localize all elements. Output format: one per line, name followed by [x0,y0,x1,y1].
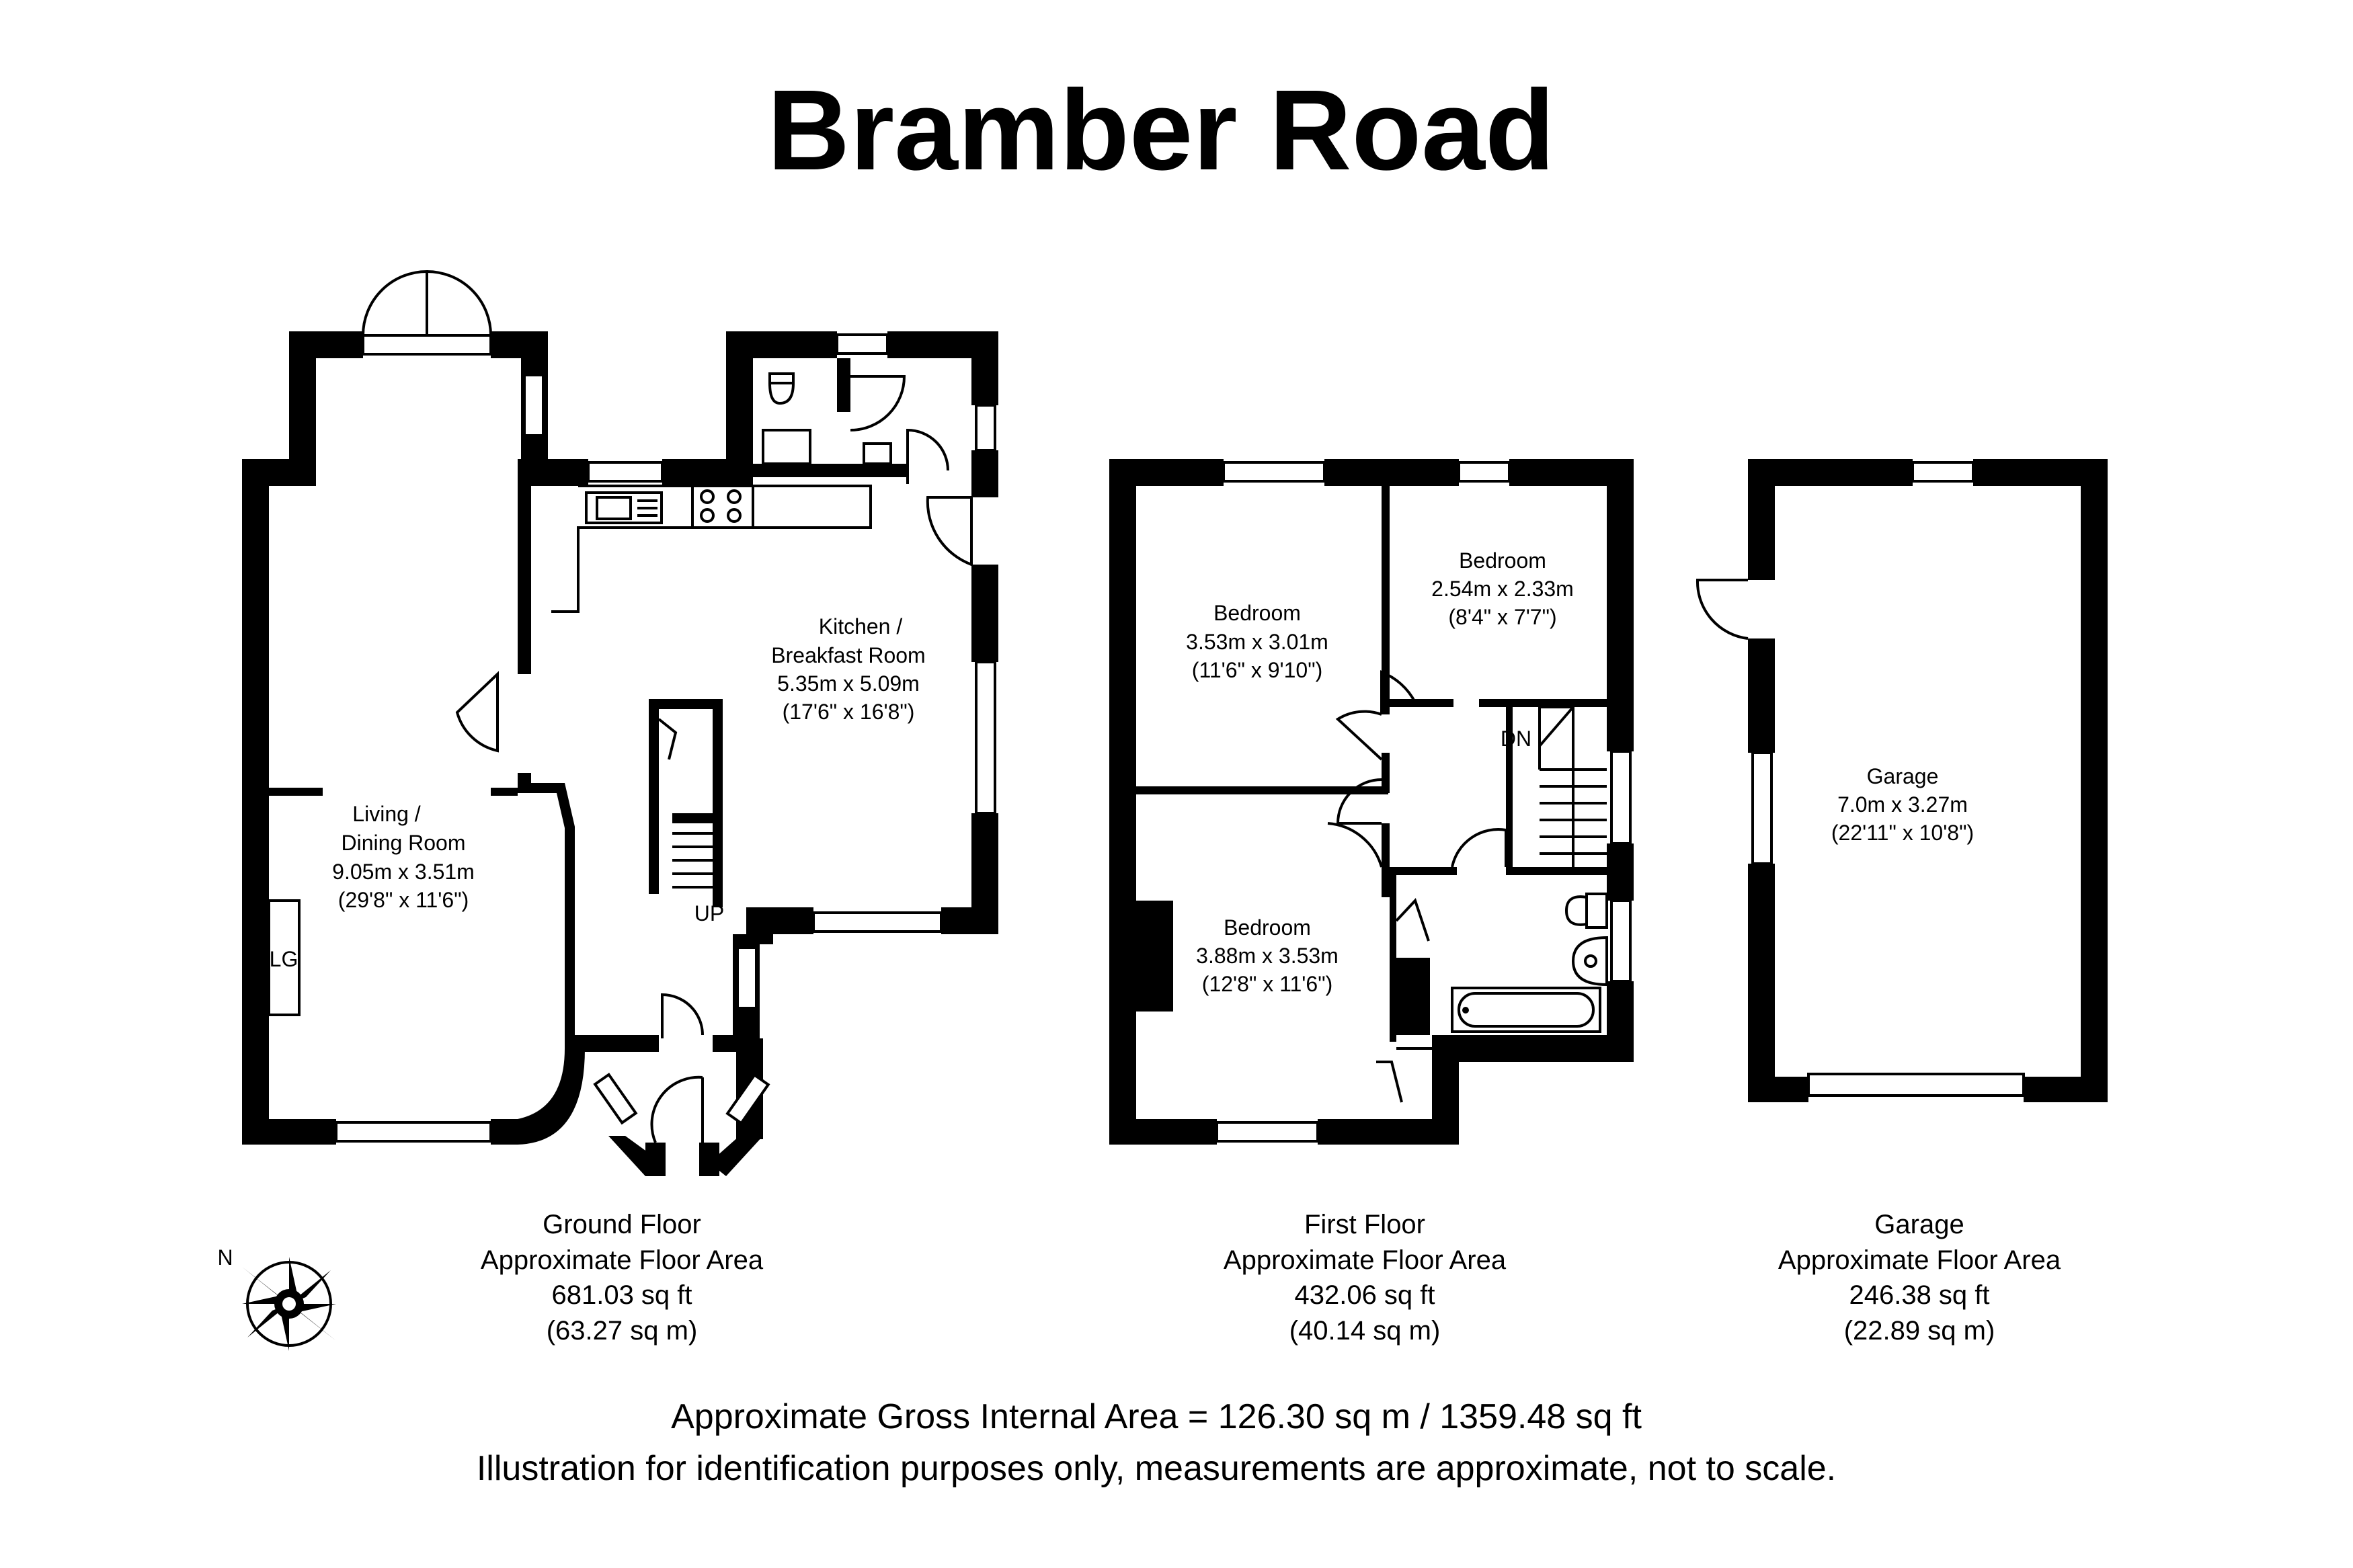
up-marker: UP [694,901,724,925]
living-name-1: Living / [352,802,421,826]
garage-area-name: Garage [1874,1210,1964,1239]
bedroom1-name: Bedroom [1213,601,1301,625]
garage-name: Garage [1867,764,1939,788]
first-floor-name: First Floor [1304,1210,1425,1239]
north-marker: N [217,1245,233,1270]
ground-floor-sqm: (63.27 sq m) [547,1316,698,1346]
living-imperial: (29'8" x 11'6") [338,888,469,912]
living-name-2: Dining Room [342,831,466,855]
first-floor-sqm: (40.14 sq m) [1289,1316,1441,1346]
compass-rose-icon: N [217,1245,336,1351]
ground-floor-label: Approximate Floor Area [481,1245,764,1275]
lg-marker: LG [270,947,298,971]
bedroom3-imperial: (12'8" x 11'6") [1202,972,1332,996]
gross-area: Approximate Gross Internal Area = 126.30… [671,1397,1642,1436]
plan-title: Bramber Road [767,67,1554,194]
kitchen-imperial: (17'6" x 16'8") [783,700,915,724]
living-metric: 9.05m x 3.51m [332,860,475,884]
bedroom2-metric: 2.54m x 2.33m [1431,577,1574,601]
kitchen-name-1: Kitchen / [819,614,903,638]
disclaimer: Illustration for identification purposes… [477,1449,1836,1488]
bedroom2-imperial: (8'4" x 7'7") [1448,605,1556,629]
garage-area-sqft: 246.38 sq ft [1849,1280,1989,1310]
kitchen-metric: 5.35m x 5.09m [777,671,920,696]
bedroom3-metric: 3.88m x 3.53m [1196,944,1339,968]
garage-area-sqm: (22.89 sq m) [1844,1316,1995,1346]
ground-floor-sqft: 681.03 sq ft [551,1280,692,1310]
kitchen-name-2: Breakfast Room [771,643,925,667]
garage-floor: Garage 7.0m x 3.27m (22'11" x 10'8") [1696,459,2108,1102]
garage-area-label: Approximate Floor Area [1778,1245,2061,1275]
floor-area-captions: Ground Floor Approximate Floor Area 681.… [481,1210,2061,1346]
first-floor: DN Bedroom 3.53m x 3.01m (11'6" x 9'10")… [1109,459,1634,1145]
ground-floor: LG [242,270,998,1176]
garage-metric: 7.0m x 3.27m [1837,792,1968,817]
garage-imperial: (22'11" x 10'8") [1831,821,1974,845]
first-floor-label: Approximate Floor Area [1224,1245,1507,1275]
first-floor-sqft: 432.06 sq ft [1294,1280,1435,1310]
ground-floor-name: Ground Floor [543,1210,701,1239]
bedroom1-imperial: (11'6" x 9'10") [1192,658,1322,682]
bedroom3-name: Bedroom [1224,915,1311,940]
dn-marker: DN [1501,727,1531,751]
bedroom2-name: Bedroom [1459,548,1546,573]
bedroom1-metric: 3.53m x 3.01m [1186,630,1328,654]
